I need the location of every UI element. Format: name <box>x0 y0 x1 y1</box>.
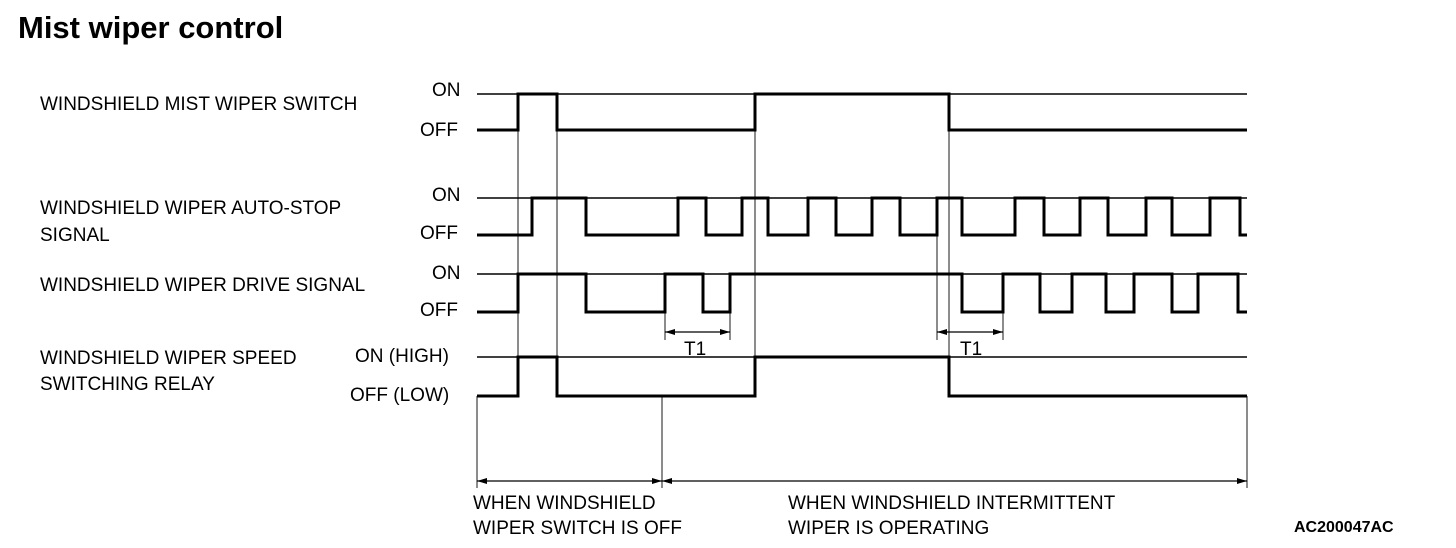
figure-id: AC200047AC <box>1294 519 1394 536</box>
waveform-speed-relay <box>477 355 1247 398</box>
arrowhead <box>937 329 947 335</box>
signal-off-label-drive-signal: OFF <box>420 300 458 321</box>
t1-label: T1 <box>960 339 982 360</box>
period-span-wiper-off <box>477 478 662 484</box>
diagram-title: Mist wiper control <box>18 10 283 45</box>
period-label-wiper-off-line1: WHEN WINDSHIELD <box>473 493 656 514</box>
period-label-wiper-off-line2: WIPER SWITCH IS OFF <box>473 518 682 539</box>
period-span-intermittent <box>662 478 1247 484</box>
arrowhead <box>720 329 730 335</box>
arrowhead <box>477 478 487 484</box>
arrowhead <box>662 478 672 484</box>
signal-off-label-auto-stop: OFF <box>420 223 458 244</box>
t1-marker-2: T1 <box>937 312 1004 360</box>
signal-off-label-speed-relay: OFF (LOW) <box>350 385 449 406</box>
guide-lines <box>476 94 1248 488</box>
arrowhead <box>665 329 675 335</box>
waveform-auto-stop <box>477 196 1247 237</box>
signal-on-label-auto-stop: ON <box>432 185 461 206</box>
signal-name-auto-stop-line2: SIGNAL <box>40 225 110 246</box>
period-label-intermittent-line2: WIPER IS OPERATING <box>788 518 989 539</box>
signal-on-label-drive-signal: ON <box>432 263 461 284</box>
signal-name-speed-relay-line1: WINDSHIELD WIPER SPEED <box>40 348 297 369</box>
t1-label: T1 <box>684 339 706 360</box>
arrowhead <box>993 329 1003 335</box>
arrowhead <box>652 478 662 484</box>
signal-name-mist-wiper-switch: WINDSHIELD MIST WIPER SWITCH <box>40 94 357 115</box>
signal-name-speed-relay-line2: SWITCHING RELAY <box>40 374 215 395</box>
period-label-intermittent-line1: WHEN WINDSHIELD INTERMITTENT <box>788 493 1116 514</box>
signal-on-label-speed-relay: ON (HIGH) <box>355 346 449 367</box>
signal-name-drive-signal: WINDSHIELD WIPER DRIVE SIGNAL <box>40 275 365 296</box>
waveform-drive-signal <box>477 272 1247 314</box>
signal-on-label-mist-wiper-switch: ON <box>432 80 461 101</box>
signal-off-label-mist-wiper-switch: OFF <box>420 120 458 141</box>
signal-name-auto-stop-line1: WINDSHIELD WIPER AUTO-STOP <box>40 198 341 219</box>
waveform-mist-wiper-switch <box>477 92 1247 132</box>
arrowhead <box>1237 478 1247 484</box>
t1-marker-1: T1 <box>664 312 731 360</box>
